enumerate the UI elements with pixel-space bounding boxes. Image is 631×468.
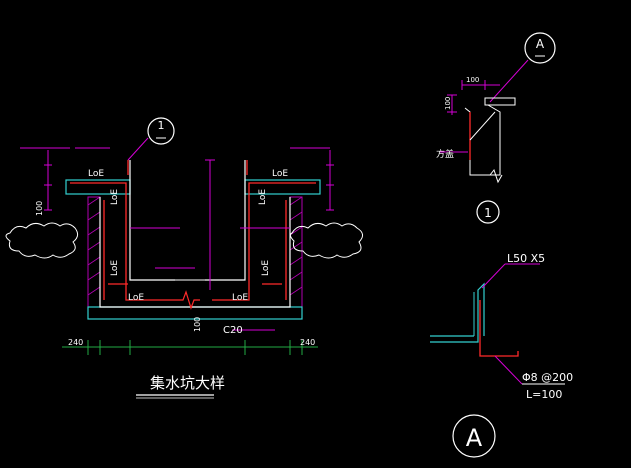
pit-outline-inner-left <box>129 160 175 281</box>
callout-leaders <box>20 137 330 331</box>
loe-label-side-left: LoE <box>110 189 120 205</box>
angle-spec-label: L50 X5 <box>507 252 545 265</box>
dim-240-left: 240 <box>68 338 83 347</box>
detail-ref-small-bubble <box>476 200 500 224</box>
pit-outline-inner-right <box>205 160 246 281</box>
angle-anchor-rebar <box>479 300 519 357</box>
dim-240-right: 240 <box>300 338 315 347</box>
detail-a-letter: A <box>466 424 483 452</box>
cover-dim-100-top: 100 <box>466 76 479 84</box>
sump-pit-section: LoE LoE LoE LoE LoE LoE LoE LoE 240 240 … <box>5 117 363 399</box>
rebar-lines <box>70 160 316 301</box>
cover-dim-marks <box>440 80 500 153</box>
rebar-spec-label: Φ8 @200 <box>522 371 573 384</box>
drawing-title: 集水坑大样 <box>150 374 225 392</box>
detail-a-bubble <box>452 414 496 458</box>
left-note-cloud <box>5 222 79 259</box>
detail-ref-small-number: 1 <box>484 206 492 220</box>
angle-spec-leader <box>481 263 506 289</box>
loe-label-top-left: LoE <box>88 169 104 179</box>
loe-label-bottom-right: LoE <box>232 293 248 303</box>
loe-label-side-right: LoE <box>258 189 268 205</box>
cover-dim-100-side: 100 <box>444 97 452 110</box>
rebar-length-label: L=100 <box>526 388 562 401</box>
right-top-slab <box>244 179 321 195</box>
cover-plate-label: 方盖 <box>436 148 454 160</box>
rebar-spec-leader <box>494 355 523 385</box>
loe-label-mid-right: LoE <box>261 260 271 276</box>
break-symbol <box>178 290 200 310</box>
bottom-dimension-line <box>62 340 318 355</box>
wall-hatch-lines <box>87 196 303 296</box>
cover-break <box>489 168 503 184</box>
dim-100-bottom: 100 <box>193 317 202 332</box>
cover-top-plate <box>484 97 516 106</box>
concrete-note: C20 <box>223 325 243 336</box>
pit-outline-outer <box>99 197 291 308</box>
left-dimension-marks <box>44 150 334 211</box>
left-top-slab <box>65 179 131 195</box>
right-note-cloud <box>289 222 363 259</box>
detail-ref-letter: A <box>536 37 545 51</box>
section-ref-bubble <box>147 117 175 145</box>
detail-ref-bubble <box>524 32 556 64</box>
cover-angle-diagonal <box>469 111 496 141</box>
angle-detail-a: L50 X5 Φ8 @200 L=100 A <box>430 252 573 458</box>
cover-frame <box>464 104 501 176</box>
section-ref-number: 1 <box>158 119 165 132</box>
angle-steel-outline <box>430 282 485 343</box>
loe-label-bottom-left: LoE <box>128 293 144 303</box>
cover-detail: A 100 100 方盖 1 <box>436 32 556 224</box>
detail-ref-leader <box>489 59 529 103</box>
dim-100-left: 100 <box>35 201 44 216</box>
loe-label-mid-left: LoE <box>110 260 120 276</box>
loe-label-top-right: LoE <box>272 169 288 179</box>
